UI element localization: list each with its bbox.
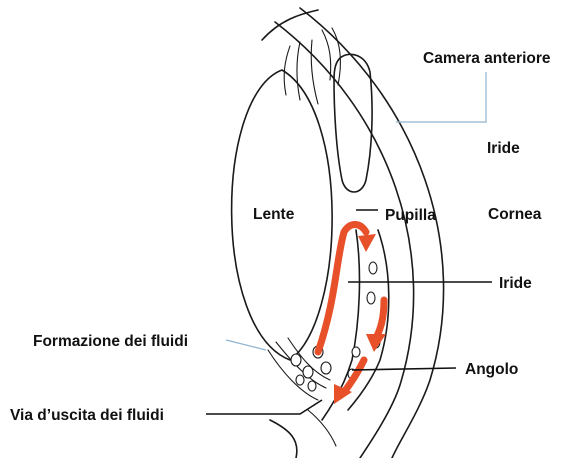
ciliary-cell xyxy=(291,354,301,366)
leader-angolo xyxy=(352,368,456,370)
ciliary-cell xyxy=(303,366,313,378)
flow-arrowhead-top xyxy=(358,234,376,252)
leader-via-uscita xyxy=(206,400,322,414)
sclera-bottom xyxy=(270,420,297,458)
flow-arrow-down xyxy=(376,300,384,338)
ciliary-cell xyxy=(308,381,316,391)
label-formazione-fluidi: Formazione dei fluidi xyxy=(33,333,188,350)
ciliary-cell xyxy=(296,375,304,385)
ciliary-upper-left xyxy=(284,40,318,104)
label-pupilla: Pupilla xyxy=(385,207,436,224)
cornea-outer-curve xyxy=(300,8,444,458)
iris-cell xyxy=(369,262,377,274)
fluid-flow-arrows xyxy=(318,225,386,405)
label-lente: Lente xyxy=(253,206,295,223)
label-iride-mid: Iride xyxy=(499,275,532,292)
iris-cell xyxy=(352,347,360,357)
iris-cell xyxy=(367,292,375,304)
label-via-uscita-fluidi: Via d’uscita dei fluidi xyxy=(10,407,164,424)
label-cornea: Cornea xyxy=(488,206,542,223)
ciliary-cell xyxy=(321,362,331,374)
outflow-channel xyxy=(308,410,336,446)
sclera-top-left xyxy=(262,10,318,40)
label-angolo: Angolo xyxy=(465,361,518,378)
label-iride-top: Iride xyxy=(487,140,520,157)
leader-camera-anteriore xyxy=(396,72,486,122)
leader-formazione xyxy=(226,340,266,350)
label-camera-anteriore: Camera anteriore xyxy=(423,50,551,67)
